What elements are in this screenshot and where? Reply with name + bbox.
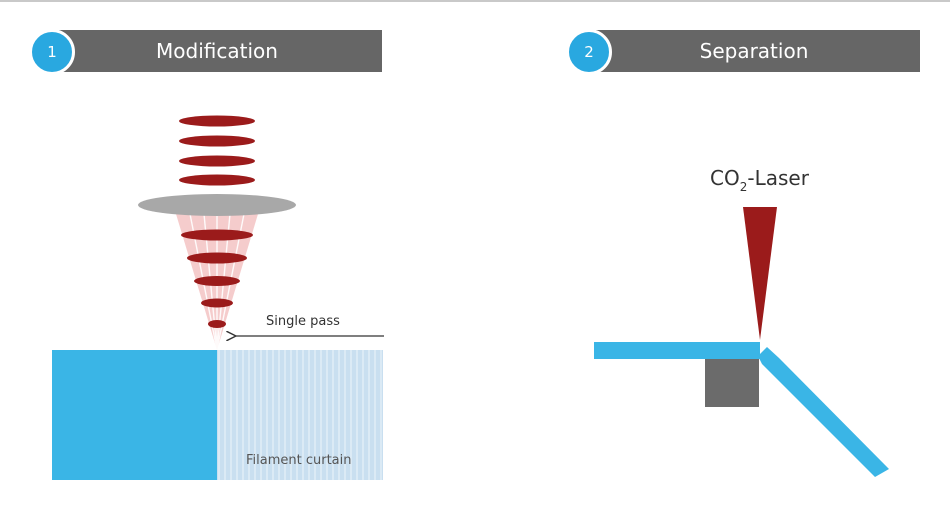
step-1-title: Modification: [156, 39, 278, 63]
step-1-header: Modification: [52, 30, 382, 72]
glass-sheet-horizontal: [594, 342, 760, 359]
beam-pulse: [179, 174, 255, 186]
converging-beam-pulses: [181, 229, 253, 328]
beam-pulse: [179, 135, 255, 147]
step-2-badge: 2: [566, 29, 612, 75]
beam-pulse: [201, 298, 233, 308]
co2-laser-beam: [743, 207, 777, 340]
co2-label-suffix: -Laser: [747, 166, 809, 190]
beam-pulse: [208, 320, 226, 328]
incoming-beam-pulses: [179, 115, 255, 186]
beam-pulse: [179, 155, 255, 167]
beam-pulse: [181, 229, 253, 241]
filament-curtain-label: Filament curtain: [246, 453, 352, 468]
co2-laser-label: CO2-Laser: [710, 166, 809, 194]
co2-label-subscript: 2: [739, 180, 748, 194]
beam-pulse: [179, 115, 255, 127]
step-2-title: Separation: [699, 39, 809, 63]
step-1-badge: 1: [29, 29, 75, 75]
glass-sheet-broken-piece: [758, 347, 889, 477]
support-block: [705, 359, 759, 407]
co2-label-prefix: CO: [710, 166, 740, 190]
beam-pulse: [187, 252, 247, 264]
top-divider-line: [0, 0, 950, 2]
step-2-number: 2: [584, 43, 594, 61]
beam-pulse: [194, 276, 240, 286]
filament-curtain-zone: [217, 350, 383, 480]
step-2-header: Separation: [588, 30, 920, 72]
single-pass-label: Single pass: [266, 314, 340, 329]
glass-unmodified: [52, 350, 217, 480]
step-1-number: 1: [47, 43, 57, 61]
focusing-lens: [138, 194, 296, 216]
